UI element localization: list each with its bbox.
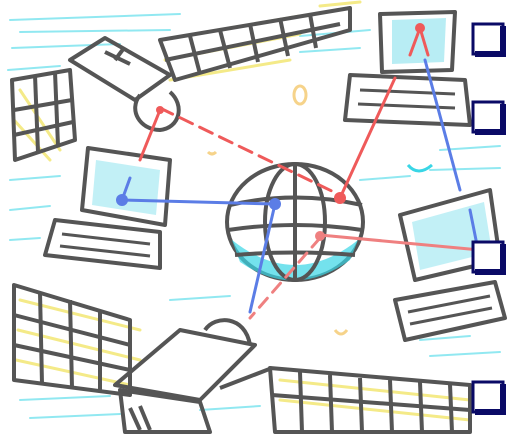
corner-button-1[interactable]: [471, 22, 507, 58]
globe: [227, 164, 363, 281]
corner-button-2[interactable]: [471, 100, 507, 136]
window-square-icon: [471, 22, 507, 58]
corner-button-3[interactable]: [471, 240, 507, 276]
window-square-icon: [471, 380, 507, 416]
building-top: [160, 8, 350, 80]
building-bottom-right: [220, 368, 470, 432]
window-square-icon: [471, 240, 507, 276]
printer-bottom: [115, 320, 255, 432]
computer-left: [45, 148, 170, 268]
building-left: [12, 70, 75, 160]
window-square-icon: [471, 100, 507, 136]
computer-top-right: [345, 12, 470, 125]
corner-button-4[interactable]: [471, 380, 507, 416]
